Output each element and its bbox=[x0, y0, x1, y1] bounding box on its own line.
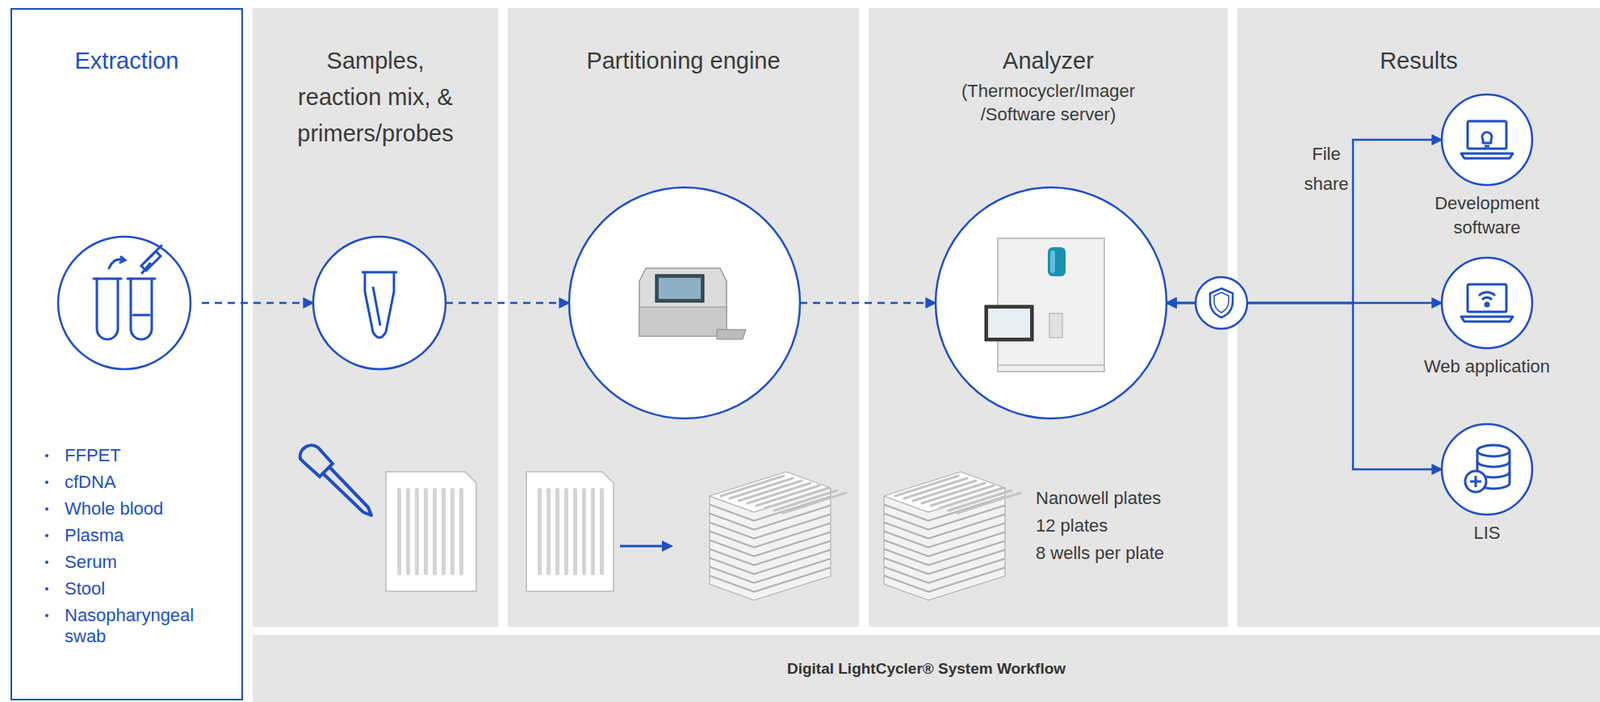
result-target: LIS bbox=[1390, 423, 1584, 545]
connector-anchor bbox=[569, 187, 800, 419]
sample-type: Nasopharyngeal swab bbox=[41, 604, 204, 647]
analyzer-device bbox=[984, 238, 1105, 372]
result-label: LIS bbox=[1410, 520, 1564, 545]
sample-type: Whole blood bbox=[41, 498, 204, 520]
partitioning-device bbox=[639, 268, 746, 340]
panel-heading: Partitioning engine bbox=[522, 42, 846, 80]
plate-info: 12 plates bbox=[1035, 511, 1222, 540]
sample-type: Stool bbox=[41, 578, 204, 599]
extraction-panel bbox=[11, 8, 243, 700]
samples-panel: Samples, reaction mix, & primers/probes bbox=[252, 8, 499, 627]
label-holder: 8 wells per plate bbox=[1035, 539, 1222, 567]
sample-tube-icon bbox=[361, 272, 398, 338]
label-holder: Nanowell plates bbox=[1035, 484, 1222, 512]
panel-fill bbox=[1237, 8, 1600, 627]
label-holder: File share bbox=[1301, 138, 1352, 199]
workflow-band: Digital LightCycler® System Workflow bbox=[252, 634, 1600, 702]
plate-info: 8 wells per plate bbox=[1035, 539, 1222, 567]
panel-fill bbox=[252, 8, 499, 627]
connector-anchor bbox=[1441, 423, 1533, 515]
icon-circles bbox=[58, 94, 1533, 515]
result-target: Development software bbox=[1390, 94, 1584, 240]
connector-anchor bbox=[935, 187, 1167, 419]
tubes-icon bbox=[93, 245, 162, 340]
stack-arrow bbox=[619, 540, 674, 552]
workflow-arrow bbox=[800, 301, 936, 305]
panel-fill bbox=[868, 8, 1228, 627]
panel-subtitle: (Thermocycler/Imager /Software server) bbox=[939, 79, 1158, 126]
band-fill bbox=[252, 634, 1600, 702]
sample-type: cfDNA bbox=[41, 471, 204, 493]
connector-anchor bbox=[1441, 94, 1533, 185]
plate-slots bbox=[397, 487, 604, 575]
results-panel: ResultsDevelopment softwareWeb applicati… bbox=[1237, 8, 1600, 627]
band-title: Digital LightCycler® System Workflow bbox=[252, 634, 1600, 702]
result-connector bbox=[1166, 302, 1442, 470]
sample-type: Plasma bbox=[41, 524, 204, 546]
connector-anchor bbox=[313, 236, 446, 369]
connector-anchor bbox=[1441, 257, 1533, 348]
partitioning-panel: Partitioning engine bbox=[507, 8, 859, 627]
result-target: Web application bbox=[1390, 257, 1584, 403]
workflow-arrow bbox=[445, 301, 570, 305]
result-label: Web application bbox=[1410, 354, 1564, 379]
result-connector bbox=[1166, 139, 1442, 303]
connector-anchor bbox=[69, 236, 202, 369]
panel-heading: Extraction bbox=[11, 42, 243, 80]
sample-list: FFPET cfDNA Whole bloodPlasmaSerumStoolNas… bbox=[41, 444, 204, 653]
panel-heading: Samples, reaction mix, & primers/probes bbox=[286, 42, 465, 152]
shield-icon bbox=[1195, 276, 1248, 329]
extraction-panel: ExtractionFFPET cfDNA Whole bloodPlasmaSer… bbox=[11, 8, 243, 700]
label-holder: 12 plates bbox=[1035, 511, 1222, 540]
database-icon bbox=[1465, 444, 1510, 492]
workflow-arrow bbox=[201, 301, 314, 305]
nanowell-plate bbox=[385, 471, 614, 591]
pipette-icon bbox=[300, 444, 372, 516]
panel-heading: Analyzer bbox=[887, 42, 1211, 80]
sample-type: Serum bbox=[41, 551, 204, 573]
sample-type: FFPET bbox=[41, 444, 204, 466]
panel-heading: Results bbox=[1257, 42, 1581, 80]
plate-info: Nanowell plates bbox=[1035, 484, 1222, 512]
plate-stacks bbox=[709, 471, 1021, 600]
result-label: Development software bbox=[1410, 191, 1564, 240]
panel-fill bbox=[507, 8, 859, 627]
file-share-label: File share bbox=[1301, 138, 1352, 199]
